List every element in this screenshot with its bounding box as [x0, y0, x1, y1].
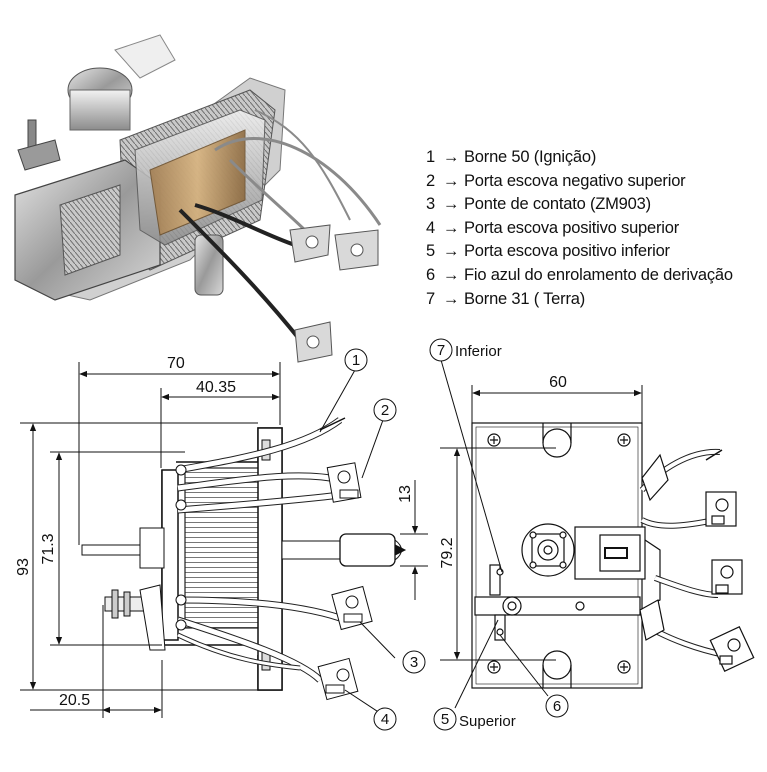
callout-1-label: 1 [352, 352, 360, 369]
callout-4-circle [373, 707, 397, 731]
legend-item: 6 →Fio azul do enrolamento de derivação [426, 264, 733, 288]
callout-7-circle [429, 338, 453, 362]
dim-front-height: 79.2 [439, 537, 456, 568]
side-view-dimensions [20, 362, 428, 718]
legend-num: 5 [426, 242, 435, 261]
callout-5-circle [433, 707, 457, 731]
legend-num: 2 [426, 171, 435, 190]
callout-5-num: 5 [441, 711, 449, 728]
legend: 1→Borne 50 (Ignição) 2→Porta escova nega… [426, 146, 733, 311]
legend-item: 2 →Porta escova negativo superior [426, 170, 733, 194]
callout-7-num: 7 [437, 342, 445, 359]
arrow-icon: → [442, 265, 460, 284]
legend-item: 5 →Porta escova positivo inferior [426, 240, 733, 264]
legend-text: Borne 31 ( Terra) [464, 289, 586, 308]
callout-2-circle [373, 398, 397, 422]
legend-num: 3 [426, 195, 435, 214]
callout-6-num: 6 [553, 698, 561, 715]
arrow-icon: → [442, 148, 460, 166]
arrow-icon: → [442, 242, 460, 261]
legend-num: 6 [426, 265, 435, 284]
dim-terminal-offset: 20.5 [59, 692, 90, 709]
side-view-drawing [81, 417, 407, 701]
legend-num: 1 [426, 148, 435, 166]
side-view-callouts [319, 348, 426, 731]
callout-2-label: 2 [381, 402, 389, 419]
front-view-dimensions [440, 359, 643, 709]
callout-7-label: Inferior [455, 343, 502, 360]
callout-6-circle [545, 694, 569, 718]
front-view-drawing [471, 422, 755, 689]
legend-text: Porta escova positivo superior [464, 218, 680, 237]
dim-front-width: 60 [549, 374, 567, 391]
callout-5-label: Superior [459, 713, 516, 730]
legend-num: 7 [426, 289, 435, 308]
solenoid-photo [14, 34, 382, 363]
dim-height-inner: 71.3 [40, 533, 57, 564]
dim-height-total: 93 [15, 558, 32, 576]
callout-1-circle [344, 348, 368, 372]
dim-width-total: 70 [167, 355, 185, 372]
arrow-icon: → [442, 289, 460, 308]
arrow-icon: → [442, 171, 460, 190]
arrow-icon: → [442, 218, 460, 237]
legend-text: Fio azul do enrolamento de derivação [464, 265, 733, 284]
callout-3-circle [402, 650, 426, 674]
legend-text: Borne 50 (Ignição) [464, 148, 597, 166]
legend-text: Porta escova negativo superior [464, 171, 686, 190]
front-view-callouts [429, 338, 569, 731]
legend-text: Porta escova positivo inferior [464, 242, 670, 261]
legend-item: 3 →Ponte de contato (ZM903) [426, 193, 733, 217]
legend-text: Ponte de contato (ZM903) [464, 195, 651, 214]
dim-width-partial: 40.35 [196, 379, 236, 396]
callout-3-label: 3 [410, 654, 418, 671]
legend-item: 7 →Borne 31 ( Terra) [426, 288, 733, 312]
legend-num: 4 [426, 218, 435, 237]
callout-4-label: 4 [381, 711, 389, 728]
dim-plunger-offset: 13 [397, 485, 414, 503]
legend-item: 4 →Porta escova positivo superior [426, 217, 733, 241]
arrow-icon: → [442, 195, 460, 214]
legend-item: 1 →Borne 50 (Ignição) [426, 146, 733, 170]
